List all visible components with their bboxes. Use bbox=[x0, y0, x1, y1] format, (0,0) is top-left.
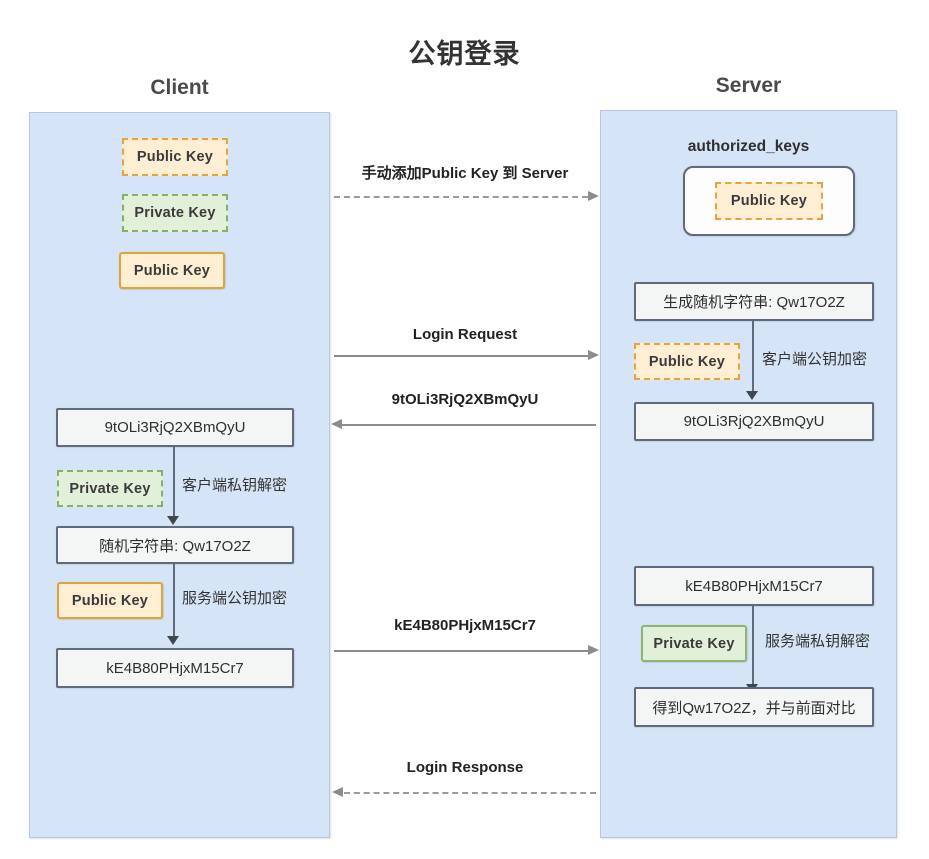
server-box-received-cipher: kE4B80PHjxM15Cr7 bbox=[634, 566, 874, 606]
message-line-login-request bbox=[334, 355, 588, 357]
server-box-generate-random: 生成随机字符串: Qw17O2Z bbox=[634, 282, 874, 321]
client-annot-private-decrypt: 客户端私钥解密 bbox=[182, 477, 288, 494]
server-private-key-solid: Private Key bbox=[641, 625, 747, 662]
client-private-key-dashed: Private Key bbox=[122, 194, 228, 232]
server-box-encrypted-challenge: 9tOLi3RjQ2XBmQyU bbox=[634, 402, 874, 441]
client-lane-title: Client bbox=[150, 76, 209, 99]
client-public-key-dashed: Public Key bbox=[122, 138, 228, 176]
server-box-compare-result: 得到Qw17O2Z，并与前面对比 bbox=[634, 687, 874, 727]
message-arrowhead-login-request bbox=[588, 350, 599, 360]
message-label-response-cipher: kE4B80PHjxM15Cr7 bbox=[394, 617, 536, 634]
message-line-login-response bbox=[344, 792, 596, 794]
client-box-reencrypted: kE4B80PHjxM15Cr7 bbox=[56, 648, 294, 688]
client-box-random-string: 随机字符串: Qw17O2Z bbox=[56, 526, 294, 564]
server-connector-2 bbox=[752, 606, 754, 686]
server-connector-1-arrowhead bbox=[746, 391, 758, 400]
client-connector-1-arrowhead bbox=[167, 516, 179, 525]
server-connector-1 bbox=[752, 321, 754, 393]
server-annot-client-public-encrypt: 客户端公钥加密 bbox=[762, 351, 868, 368]
client-box-encrypted-challenge: 9tOLi3RjQ2XBmQyU bbox=[56, 408, 294, 447]
server-authorized-public-key: Public Key bbox=[715, 182, 823, 220]
client-connector-2 bbox=[173, 564, 175, 638]
message-label-login-response: Login Response bbox=[406, 759, 524, 776]
message-label-add-key: 手动添加Public Key 到 Server bbox=[361, 165, 569, 182]
message-label-challenge-cipher: 9tOLi3RjQ2XBmQyU bbox=[391, 391, 539, 408]
client-private-key-dashed-2: Private Key bbox=[57, 470, 163, 507]
client-connector-1 bbox=[173, 447, 175, 518]
message-line-response-cipher bbox=[334, 650, 588, 652]
message-arrowhead-login-response bbox=[332, 787, 343, 797]
client-annot-server-public-encrypt: 服务端公钥加密 bbox=[182, 590, 288, 607]
message-line-add-key bbox=[334, 196, 588, 198]
message-arrowhead-response-cipher bbox=[588, 645, 599, 655]
page-title: 公钥登录 bbox=[408, 39, 521, 69]
server-annot-private-decrypt: 服务端私钥解密 bbox=[765, 633, 871, 650]
message-arrowhead-challenge-cipher bbox=[331, 419, 342, 429]
message-label-login-request: Login Request bbox=[412, 326, 518, 343]
message-arrowhead-add-key bbox=[588, 191, 599, 201]
authorized-keys-label: authorized_keys bbox=[687, 138, 810, 155]
client-connector-2-arrowhead bbox=[167, 636, 179, 645]
client-public-key-solid: Public Key bbox=[119, 252, 225, 289]
client-public-key-solid-2: Public Key bbox=[57, 582, 163, 619]
server-lane-title: Server bbox=[715, 74, 782, 97]
server-public-key-dashed: Public Key bbox=[634, 343, 740, 380]
message-line-challenge-cipher bbox=[342, 424, 596, 426]
